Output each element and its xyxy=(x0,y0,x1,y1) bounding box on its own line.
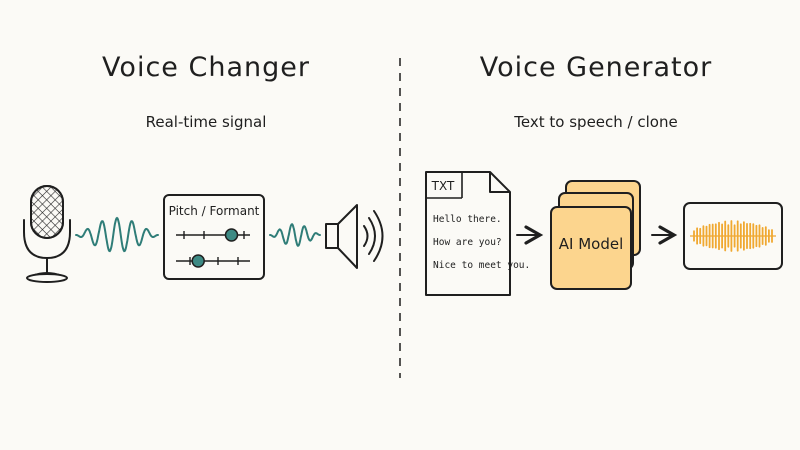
panel-label: Pitch / Formant xyxy=(169,204,260,218)
voice-generator-subtitle: Text to speech / clone xyxy=(514,113,678,131)
ai-model-label: AI Model xyxy=(559,235,624,253)
formant-slider-knob[interactable] xyxy=(191,254,205,268)
voice-generator-title: Voice Generator xyxy=(479,52,713,83)
voice-changer-title: Voice Changer xyxy=(102,52,310,83)
microphone-icon xyxy=(23,185,71,283)
generated-audio-waveform xyxy=(690,220,776,252)
ai-model-stack xyxy=(550,180,641,290)
document-line-1: Hello there. xyxy=(433,214,502,225)
pitch-formant-panel: Pitch / Formant xyxy=(163,194,265,280)
voice-changer-subtitle: Real-time signal xyxy=(145,113,267,131)
document-line-2: How are you? xyxy=(433,237,502,248)
document-line-3: Nice to meet you. xyxy=(433,260,530,271)
pitch-slider-knob[interactable] xyxy=(224,228,239,242)
input-sound-wave xyxy=(75,216,159,253)
speaker-icon xyxy=(325,204,384,269)
output-sound-wave xyxy=(269,223,321,247)
text-document-icon: TXT Hello there. How are you? Nice to me… xyxy=(425,171,530,296)
document-tag: TXT xyxy=(431,179,455,193)
